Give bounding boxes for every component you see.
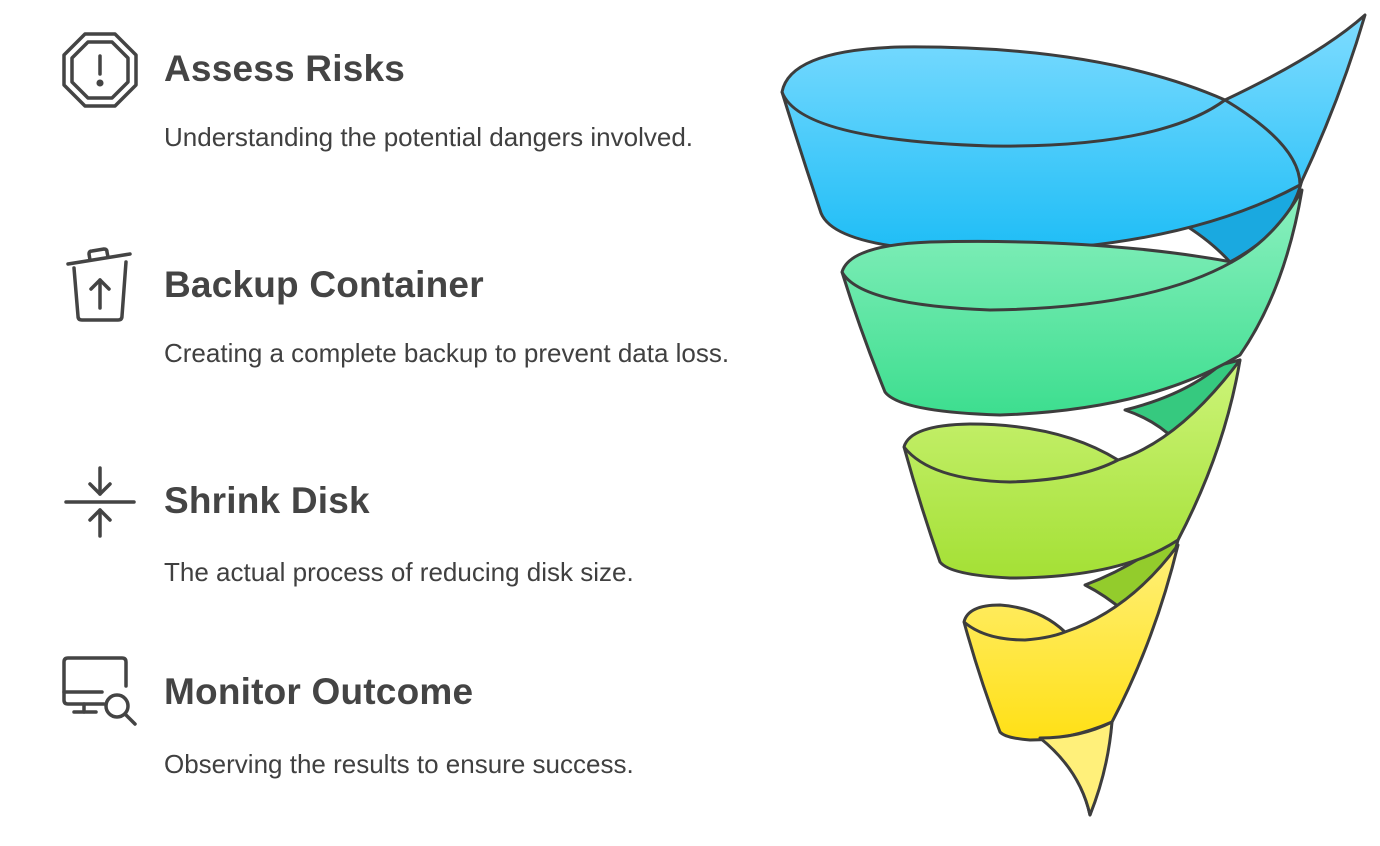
step-title: Backup Container: [164, 264, 484, 305]
funnel-band-4-rim: [963, 620, 1066, 642]
funnel-band-2-rim: [840, 260, 1233, 312]
funnel-band-3-rim: [902, 446, 1119, 484]
step-title: Shrink Disk: [164, 480, 370, 521]
funnel-band-1-fold: [1224, 98, 1302, 186]
funnel-band-3: [902, 358, 1242, 580]
spiral-funnel: [780, 13, 1367, 817]
step-description: Understanding the potential dangers invo…: [164, 122, 694, 152]
funnel-band-1-rim: [780, 91, 1226, 148]
step-title: Assess Risks: [164, 48, 406, 89]
funnel-band-4: [962, 543, 1180, 742]
monitor-search-icon: [60, 652, 140, 732]
bin-upload-icon: [60, 246, 140, 326]
warning-octagon-icon: [60, 30, 140, 110]
compress-arrows-icon: [60, 462, 140, 542]
step-title: Monitor Outcome: [164, 671, 474, 712]
funnel-tip: [1038, 720, 1114, 817]
step-description: Observing the results to ensure success.: [164, 749, 634, 779]
step-description: Creating a complete backup to prevent da…: [164, 338, 730, 368]
funnel-band-1: [780, 13, 1367, 254]
step-description: The actual process of reducing disk size…: [164, 557, 634, 587]
funnel-band-2: [840, 188, 1304, 417]
